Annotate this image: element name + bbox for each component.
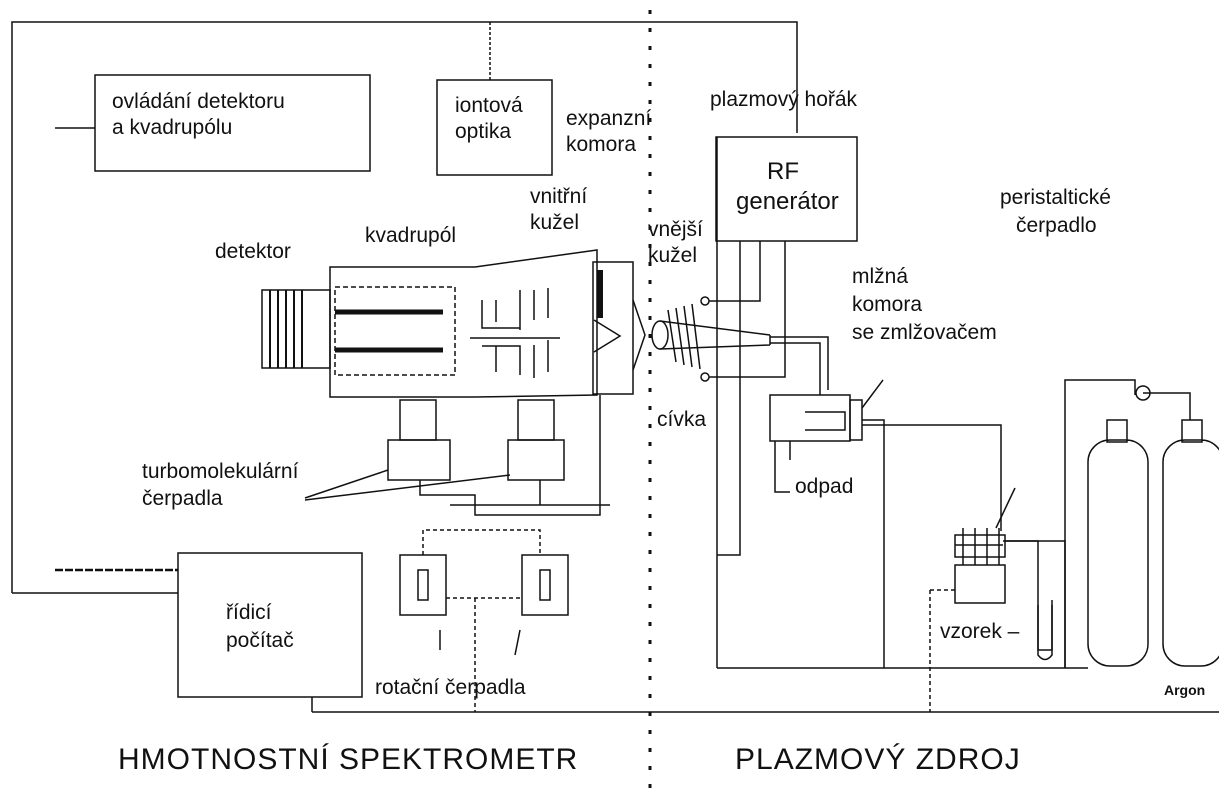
computer-label-2: počítač: [226, 629, 294, 653]
sample-label: vzorek –: [940, 620, 1019, 644]
spray-label-3: se zmlžovačem: [852, 321, 997, 345]
spray-label-2: komora: [852, 293, 922, 317]
mass-spec-title: HMOTNOSTNÍ SPEKTROMETR: [118, 748, 578, 772]
argon-label: Argon: [1164, 678, 1205, 702]
outer-cone-label-1: vnější: [648, 218, 703, 242]
quadrupole-dashed: [335, 287, 455, 375]
detector-label: detektor: [215, 240, 291, 264]
ion-lenses: [470, 288, 560, 378]
cylinder-right-valve: [1182, 420, 1202, 442]
turbo-pump-2-neck: [518, 400, 554, 440]
rotary-pump-1-slot: [418, 570, 428, 600]
turbo-pump-2: [508, 440, 564, 480]
waste-drain: [775, 441, 790, 492]
waste-label: odpad: [795, 475, 853, 499]
rf-label-2: generátor: [736, 190, 839, 214]
torch-tip: [652, 321, 668, 349]
sample-vial: [1038, 605, 1052, 660]
rotary-label: rotační čerpadla: [375, 676, 526, 700]
spray-inner: [805, 412, 845, 430]
cylinder-right: [1163, 440, 1219, 666]
detector-ribs: [270, 290, 302, 368]
turbo-label-2: čerpadla: [142, 487, 223, 511]
peristaltic-leader: [996, 488, 1015, 528]
coil-label: cívka: [657, 408, 706, 432]
quadrupole-label: kvadrupól: [365, 224, 456, 248]
control-label-1: ovládání detektoru: [112, 90, 285, 114]
outer-cone-label-2: kužel: [648, 244, 697, 268]
ion-optics-label-1: iontová: [455, 94, 523, 118]
sample-dashed: [930, 590, 955, 712]
plasma-torch-label: plazmový hořák: [710, 88, 857, 112]
pump-rollers: [955, 528, 1003, 565]
cylinder-left: [1088, 440, 1148, 666]
spray-label-1: mlžná: [852, 265, 908, 289]
turbo-label-1: turbomolekulární: [142, 460, 298, 484]
computer-box: [178, 553, 362, 697]
rotary-pump-2: [522, 555, 568, 615]
spray-leader: [862, 380, 883, 408]
inner-cone-label-1: vnitřní: [530, 185, 587, 209]
nebulizer: [850, 400, 862, 440]
peristaltic-label-2: čerpadlo: [1016, 214, 1097, 238]
coil-terminal-bottom: [701, 373, 709, 381]
computer-label-1: řídicí: [226, 601, 272, 625]
detector-body: [262, 290, 330, 368]
rotary-pump-2-slot: [540, 570, 550, 600]
rotary-pump-1: [400, 555, 446, 615]
rotary-leaders: [440, 630, 520, 655]
turbo-leaders: [305, 470, 510, 500]
inner-cone: [594, 320, 620, 352]
rf-label-1: RF: [767, 160, 799, 184]
inner-cone-label-2: kužel: [530, 211, 579, 235]
spray-chamber: [770, 395, 850, 441]
ion-optics-label-2: optika: [455, 120, 511, 144]
torch-gas-lines: [770, 337, 828, 395]
expansion-label-1: expanzní: [566, 107, 651, 131]
pump-base: [955, 565, 1005, 603]
peristaltic-label-1: peristaltické: [1000, 186, 1111, 210]
turbo-lines: [420, 395, 610, 515]
turbo-pump-1-neck: [400, 400, 436, 440]
coil-terminal-top: [701, 297, 709, 305]
plasma-source-title: PLAZMOVÝ ZDROJ: [735, 748, 1021, 772]
expansion-label-2: komora: [566, 133, 636, 157]
torch-body: [660, 321, 770, 349]
rf-leads: [709, 241, 785, 377]
control-label-2: a kvadrupólu: [112, 116, 232, 140]
cylinder-left-valve: [1107, 420, 1127, 442]
turbo-pump-1: [388, 440, 450, 480]
coil-lines: [668, 304, 700, 369]
outer-cone: [633, 300, 645, 370]
